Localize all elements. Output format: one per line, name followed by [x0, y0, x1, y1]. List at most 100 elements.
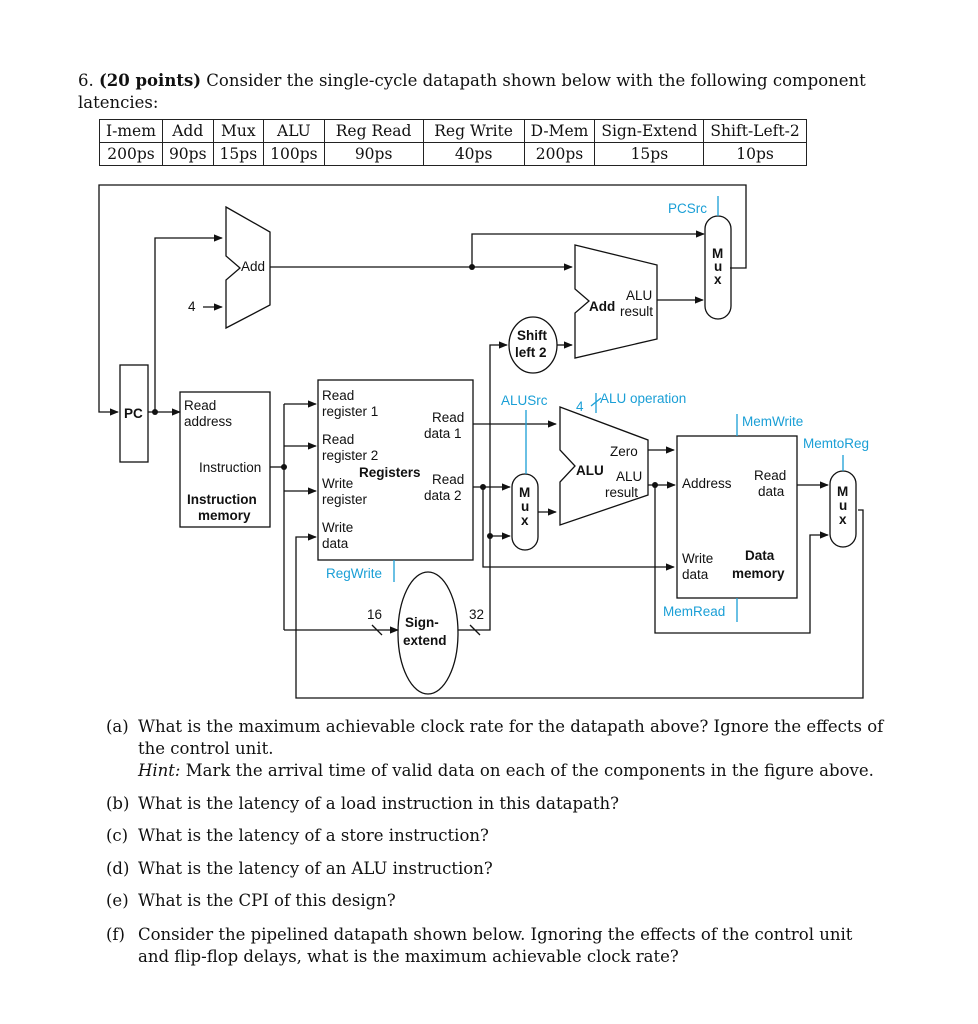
shift-label-1: Shift [517, 328, 547, 343]
reg-read-data2-label-2: data 2 [424, 488, 462, 503]
question-number: 6. [78, 71, 94, 90]
imem-title-1: Instruction [187, 492, 257, 507]
four-label: 4 [188, 299, 196, 314]
imem-read-label-2: address [184, 414, 232, 429]
pc-to-add-wire [154, 234, 223, 412]
regwrite-label: RegWrite [326, 566, 382, 581]
part-a: (a) What is the maximum achievable clock… [106, 716, 886, 782]
alu-label: ALU [576, 463, 604, 478]
pc-plus-four-to-mux-wire [471, 230, 705, 267]
part-b-label: (b) [106, 794, 130, 813]
part-a-hint-label: Hint: [138, 761, 181, 780]
value-dmem: 200ps [523, 142, 596, 166]
dmem-read-data-label-2: data [758, 484, 785, 499]
sign-extend-unit [397, 571, 459, 695]
alu-result-label-2: result [605, 485, 638, 500]
junction-dot [152, 409, 158, 415]
alusrc-mux-m: M [519, 485, 530, 500]
value-reg-read: 90ps [323, 142, 424, 166]
dmem-write-data-label-2: data [682, 567, 709, 582]
reg-read-data2-label-1: Read [432, 472, 464, 487]
junction-dot [652, 482, 658, 488]
branch-alu-result-1: ALU [626, 288, 652, 303]
part-a-hint-text: Mark the arrival time of valid data on e… [185, 761, 874, 780]
junction-dot [469, 264, 475, 270]
datapath-diagram: PC 4 Add M u x Shift left 2 Add ALU resu… [98, 184, 869, 699]
value-shift-left-2: 10ps [703, 142, 807, 166]
memread-label: MemRead [663, 604, 725, 619]
mem-mux-m: M [837, 484, 848, 499]
imem-title-2: memory [198, 508, 251, 523]
part-e-text: What is the CPI of this design? [138, 891, 396, 910]
value-reg-write: 40ps [422, 142, 525, 166]
part-e-label: (e) [106, 891, 129, 910]
part-b-text: What is the latency of a load instructio… [138, 794, 619, 813]
reg-read-data1-label-2: data 1 [424, 426, 462, 441]
top-mux-u: u [714, 259, 722, 274]
header-reg-read: Reg Read [323, 119, 424, 143]
alu-op-width-tick [590, 397, 602, 407]
branch-add-label: Add [589, 299, 615, 314]
question-intro: 6. (20 points) Consider the single-cycle… [78, 70, 888, 114]
shift-label-2: left 2 [515, 345, 547, 360]
zero-label: Zero [610, 444, 638, 459]
top-mux-x: x [714, 272, 722, 287]
branch-alu-result-2: result [620, 304, 653, 319]
part-c-text: What is the latency of a store instructi… [138, 826, 489, 845]
reg-write-data-label-1: Write [322, 520, 353, 535]
part-f-text: Consider the pipelined datapath shown be… [138, 925, 853, 966]
sign-extend-label-1: Sign- [405, 615, 439, 630]
alu-op-bits-label: 4 [576, 399, 584, 414]
header-shift-left-2: Shift-Left-2 [703, 119, 807, 143]
alu-operation-label: ALU operation [600, 391, 686, 406]
pc-register [119, 364, 149, 463]
header-mux: Mux [212, 119, 265, 143]
memwrite-label: MemWrite [742, 414, 803, 429]
part-f-label: (f) [106, 925, 125, 944]
header-alu: ALU [263, 119, 325, 143]
part-a-text: What is the maximum achievable clock rat… [138, 717, 884, 758]
pc-next-wire [98, 184, 747, 416]
register-file [317, 379, 474, 561]
pc-label: PC [124, 406, 143, 421]
question-intro-text: Consider the single-cycle datapath shown… [78, 71, 866, 112]
reg-read2-label-1: Read [322, 432, 354, 447]
part-c: (c) What is the latency of a store instr… [106, 825, 886, 847]
dmem-read-data-label-1: Read [754, 468, 786, 483]
value-add: 90ps [161, 142, 214, 166]
reg-read-data1-label-1: Read [432, 410, 464, 425]
alusrc-mux-x: x [521, 513, 529, 528]
header-imem: I-mem [99, 119, 163, 143]
junction-dot [487, 533, 493, 539]
value-alu: 100ps [263, 142, 325, 166]
bits-32-label: 32 [469, 607, 484, 622]
imem-instruction-label: Instruction [199, 460, 261, 475]
reg-write-label-1: Write [322, 476, 353, 491]
sign-extend-to-shift-wire [489, 341, 508, 536]
part-d-label: (d) [106, 859, 130, 878]
latency-value-row: 200ps 90ps 15ps 100ps 90ps 40ps 200ps 15… [99, 142, 807, 166]
mem-mux-x: x [839, 512, 847, 527]
imem-read-label-1: Read [184, 398, 216, 413]
main-alu [559, 406, 649, 526]
part-e: (e) What is the CPI of this design? [106, 890, 886, 912]
latency-header-row: I-mem Add Mux ALU Reg Read Reg Write D-M… [99, 119, 807, 143]
part-b: (b) What is the latency of a load instru… [106, 793, 886, 815]
alu-bypass-wire [654, 485, 829, 634]
top-mux-m: M [712, 246, 723, 261]
alusrc-label: ALUSrc [501, 393, 548, 408]
alusrc-mux-u: u [521, 499, 529, 514]
dmem-address-label: Address [682, 476, 732, 491]
pc-add-unit [225, 205, 271, 330]
reg-write-data-label-2: data [322, 536, 349, 551]
question-points: (20 points) [99, 71, 202, 90]
part-c-label: (c) [106, 826, 129, 845]
junction-dot [480, 484, 486, 490]
value-mux: 15ps [212, 142, 265, 166]
sign-extend-label-2: extend [403, 633, 447, 648]
dmem-title-1: Data [745, 548, 775, 563]
dmem-title-2: memory [732, 566, 785, 581]
dmem-write-data-label-1: Write [682, 551, 713, 566]
value-imem: 200ps [99, 142, 163, 166]
mem-mux-u: u [839, 498, 847, 513]
